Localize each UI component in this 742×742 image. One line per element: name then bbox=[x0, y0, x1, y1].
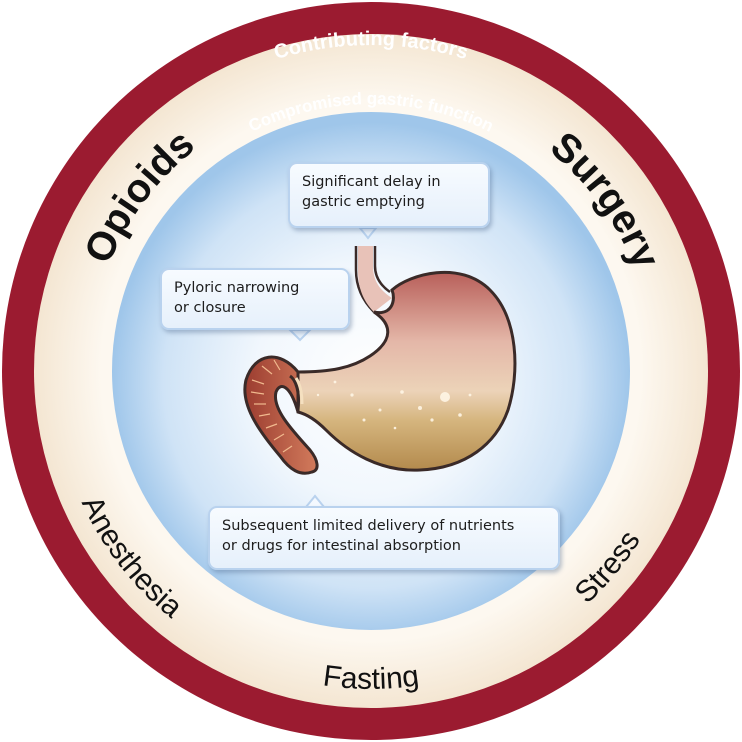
callout-limited-delivery: Subsequent limited delivery of nutrients… bbox=[208, 506, 560, 570]
callout-limited-delivery-line2: or drugs for intestinal absorption bbox=[222, 538, 461, 554]
stomach-contents bbox=[316, 380, 472, 430]
callout-delay-pointer bbox=[357, 227, 379, 240]
callout-pyloric-narrowing: Pyloric narrowing or closure bbox=[160, 268, 350, 330]
stomach-body bbox=[296, 270, 517, 472]
duodenum bbox=[243, 355, 319, 475]
stomach-illustration bbox=[243, 246, 517, 475]
callout-pyloric-narrowing-line1: Pyloric narrowing bbox=[174, 280, 300, 296]
factor-fasting: Fasting bbox=[321, 659, 421, 696]
callout-pyloric-narrowing-line2: or closure bbox=[174, 300, 246, 316]
callout-gastric-emptying-line2: gastric emptying bbox=[302, 194, 425, 210]
intestinal-folds bbox=[250, 359, 293, 453]
callout-pyloric-pointer bbox=[287, 329, 313, 342]
callout-limited-delivery-line1: Subsequent limited delivery of nutrients bbox=[222, 518, 515, 534]
callout-gastric-emptying-line1: Significant delay in bbox=[302, 174, 441, 190]
callout-gastric-emptying: Significant delay in gastric emptying bbox=[288, 162, 490, 228]
